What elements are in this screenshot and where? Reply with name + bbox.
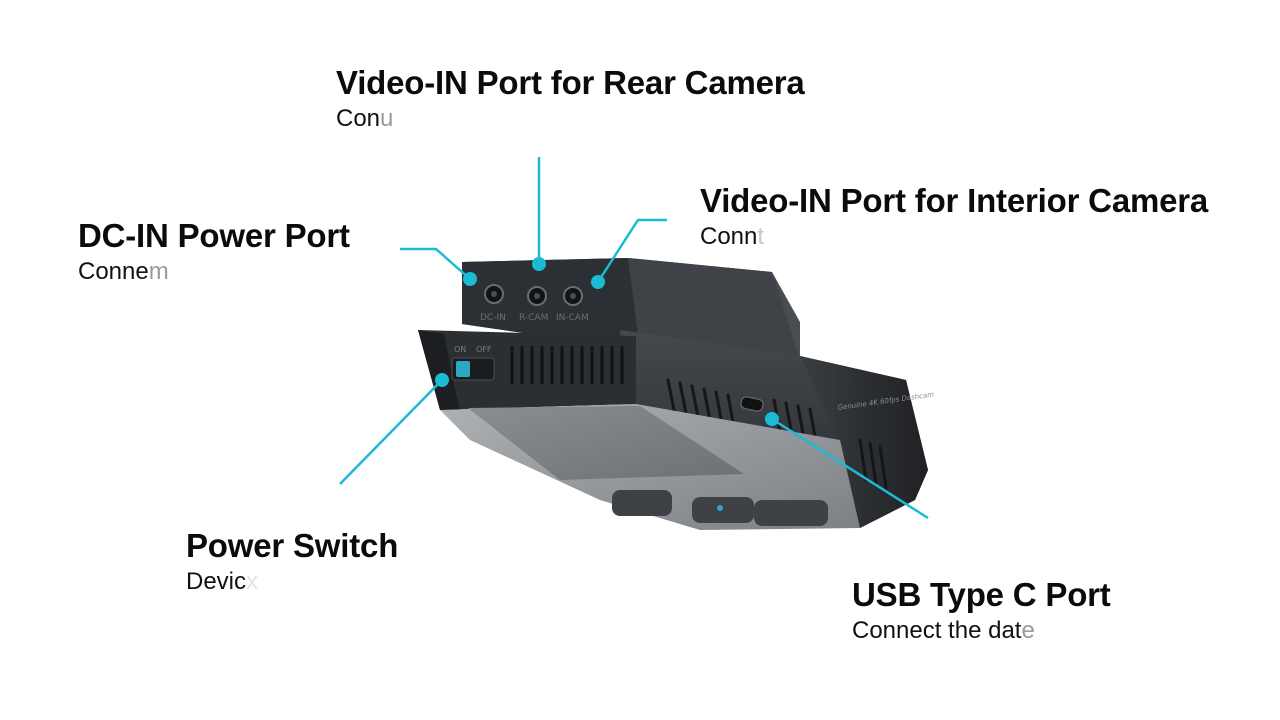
- leader-lines: [339, 157, 929, 520]
- rear-ports: [484, 284, 583, 306]
- callout-rear-camera: Video-IN Port for Rear Camera Conu: [336, 64, 805, 134]
- leader-dots: [435, 257, 779, 426]
- callout-desc: Conu: [336, 104, 394, 132]
- power-switch-icon: [451, 357, 495, 381]
- switch-on-label: ON: [454, 345, 466, 354]
- callout-title: Video-IN Port for Interior Camera: [700, 182, 1209, 219]
- callout-title: Power Switch: [186, 527, 399, 564]
- callout-desc: Connt: [700, 222, 765, 250]
- leader-interior: [596, 218, 667, 283]
- switch-off-label: OFF: [476, 345, 492, 354]
- callout-desc: Connect the date: [852, 616, 1035, 644]
- port-label-incam: IN-CAM: [556, 313, 589, 323]
- callout-title: DC-IN Power Port: [78, 217, 350, 254]
- callout-usb-c: USB Type C Port Connect the date: [852, 576, 1111, 646]
- leader-switch: [339, 379, 443, 485]
- control-buttons: [612, 490, 828, 526]
- usb-c-port-icon: [740, 396, 764, 412]
- screen: [468, 406, 744, 480]
- port-label-dc: DC-IN: [480, 313, 506, 323]
- callout-desc: Devicx: [186, 567, 259, 595]
- callout-interior-camera: Video-IN Port for Interior Camera Connt: [700, 182, 1209, 252]
- leader-usb: [771, 417, 929, 520]
- callout-desc: Connem: [78, 257, 169, 285]
- callout-title: Video-IN Port for Rear Camera: [336, 64, 805, 101]
- callout-title: USB Type C Port: [852, 576, 1111, 613]
- callout-power-switch: Power Switch Devicx: [186, 527, 399, 597]
- leader-dc: [400, 247, 471, 280]
- callout-dc-in: DC-IN Power Port Connem: [78, 217, 350, 287]
- front-vents: [510, 346, 624, 384]
- port-label-rcam: R-CAM: [519, 313, 548, 323]
